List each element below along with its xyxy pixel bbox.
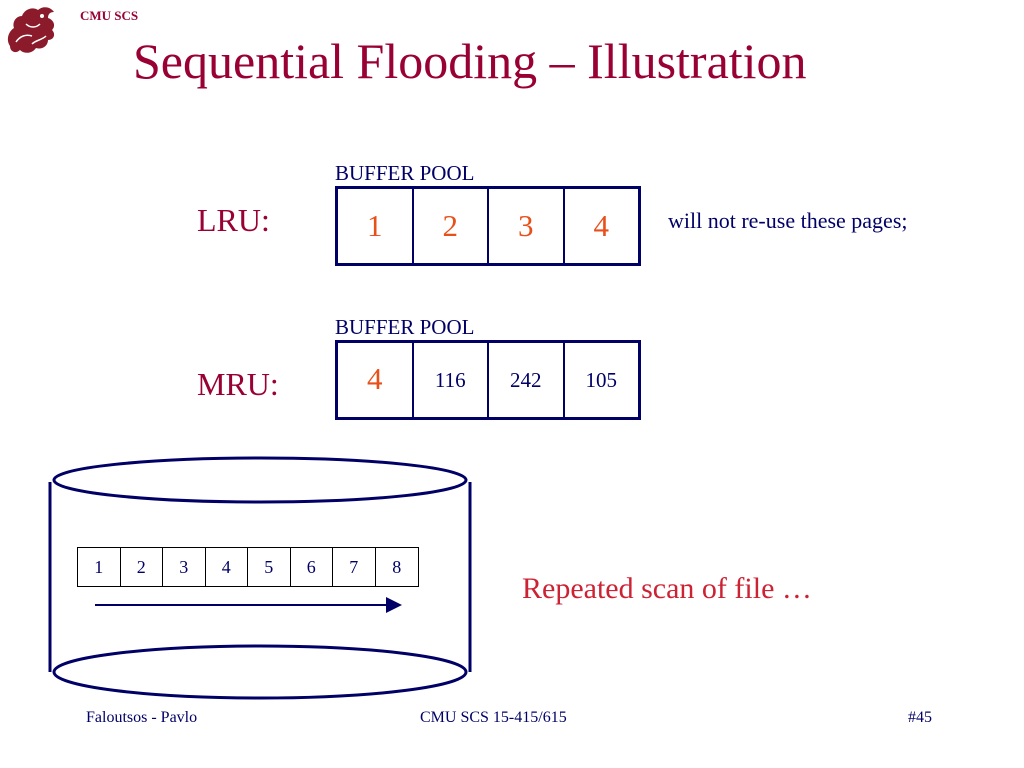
mru-page-number: 242: [510, 367, 542, 392]
file-page: 2: [121, 548, 163, 586]
lru-pool-cell: 2: [414, 189, 489, 263]
file-page: 5: [248, 548, 291, 586]
lru-label: LRU:: [197, 202, 270, 238]
lru-page-number: 2: [442, 208, 459, 243]
slide-title: Sequential Flooding – Illustration: [133, 33, 807, 89]
mru-buffer-pool: 4 116 242 105: [335, 340, 641, 420]
file-page: 6: [291, 548, 333, 586]
file-page: 7: [333, 548, 376, 586]
lru-page-number: 3: [518, 208, 534, 243]
file-page: 1: [78, 548, 121, 586]
lru-page-number: 4: [593, 208, 610, 243]
file-page: 4: [206, 548, 248, 586]
lru-pool-cell: 3: [489, 189, 565, 263]
lru-note: will not re-use these pages;: [668, 208, 908, 233]
lru-buffer-pool-label: BUFFER POOL: [335, 161, 475, 185]
griffin-logo-icon: [7, 7, 55, 53]
file-page: 3: [163, 548, 206, 586]
mru-pool-cell: 105: [565, 343, 639, 417]
lru-page-number: 1: [367, 208, 383, 243]
mru-pool-cell: 242: [489, 343, 565, 417]
footer-slide-number: #45: [908, 709, 932, 726]
mru-page-number: 4: [367, 361, 383, 396]
footer-course: CMU SCS 15-415/615: [420, 709, 567, 726]
mru-pool-cell: 116: [414, 343, 489, 417]
mru-page-number: 105: [585, 367, 618, 392]
footer-author: Faloutsos - Pavlo: [86, 709, 198, 726]
lru-buffer-pool: 1 2 3 4: [335, 186, 641, 266]
repeated-scan-caption: Repeated scan of file …: [522, 572, 812, 605]
mru-label: MRU:: [197, 366, 279, 402]
brand-label: CMU SCS: [80, 8, 139, 23]
lru-pool-cell: 1: [338, 189, 414, 263]
mru-buffer-pool-label: BUFFER POOL: [335, 315, 475, 339]
disk-cylinder: [48, 456, 472, 700]
mru-pool-cell: 4: [338, 343, 414, 417]
lru-pool-cell: 4: [565, 189, 639, 263]
file-pages: 1 2 3 4 5 6 7 8: [77, 547, 419, 587]
mru-page-number: 116: [434, 367, 466, 392]
file-page: 8: [392, 556, 402, 577]
